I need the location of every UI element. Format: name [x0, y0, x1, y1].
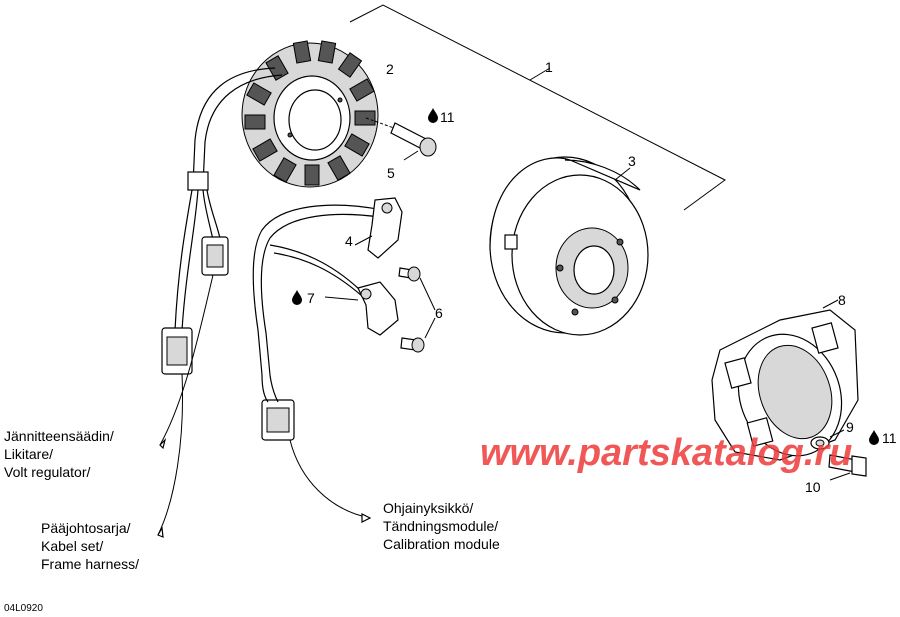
callout-frame-harness-line-2: Kabel set/ [41, 538, 103, 554]
callout-volt-regulator-line-2: Likitare/ [4, 446, 53, 462]
callout-volt-regulator: Jännitteensäädin/ Likitare/ Volt regulat… [4, 428, 114, 480]
callout-frame-harness-line-3: Frame harness/ [41, 556, 139, 572]
part-number-11-top: 11 [440, 109, 455, 125]
watermark: www.partskatalog.ru [480, 432, 852, 474]
screw-5 [365, 117, 437, 161]
part-number-10: 10 [805, 479, 821, 495]
callout-calibration-module-line-1: Ohjainyksikkö/ [383, 500, 473, 516]
part-number-8: 8 [838, 292, 846, 308]
part-number-4: 4 [345, 233, 353, 249]
oil-drop-icons [292, 108, 879, 445]
part-number-5: 5 [387, 165, 395, 181]
part-number-3: 3 [628, 153, 636, 169]
washer-and-bolt [810, 429, 867, 481]
screws-6 [324, 235, 436, 353]
callout-calibration-module-line-2: Tändningsmodule/ [383, 518, 498, 534]
part-number-6: 6 [435, 305, 443, 321]
stator-wire-harness [161, 67, 283, 375]
oil-drop-icon [428, 108, 438, 123]
part-number-9: 9 [846, 419, 854, 435]
trigger-coil-harness [252, 197, 403, 441]
callout-calibration-module: Ohjainyksikkö/ Tändningsmodule/ Calibrat… [383, 500, 500, 552]
oil-drop-icon [869, 430, 879, 445]
part-numbers: 1 2 3 4 5 6 7 8 9 10 11 11 [307, 59, 897, 495]
callout-volt-regulator-line-3: Volt regulator/ [4, 464, 90, 480]
part-number-2: 2 [386, 61, 394, 77]
callout-frame-harness: Pääjohtosarja/ Kabel set/ Frame harness/ [41, 520, 139, 572]
part-number-11-bottom: 11 [882, 430, 897, 446]
assembly-bracket-1 [349, 4, 726, 211]
stator [241, 40, 379, 188]
callout-frame-harness-line-1: Pääjohtosarja/ [41, 520, 131, 536]
callout-calibration-module-line-3: Calibration module [383, 536, 500, 552]
drawing-code: 04L0920 [4, 603, 43, 614]
callout-volt-regulator-line-1: Jännitteensäädin/ [4, 428, 114, 444]
flywheel [489, 156, 649, 336]
callout-leaders [157, 274, 372, 538]
ring-gear [711, 299, 859, 461]
part-number-7: 7 [307, 290, 315, 306]
part-number-1: 1 [545, 59, 553, 75]
oil-drop-icon [292, 290, 302, 305]
